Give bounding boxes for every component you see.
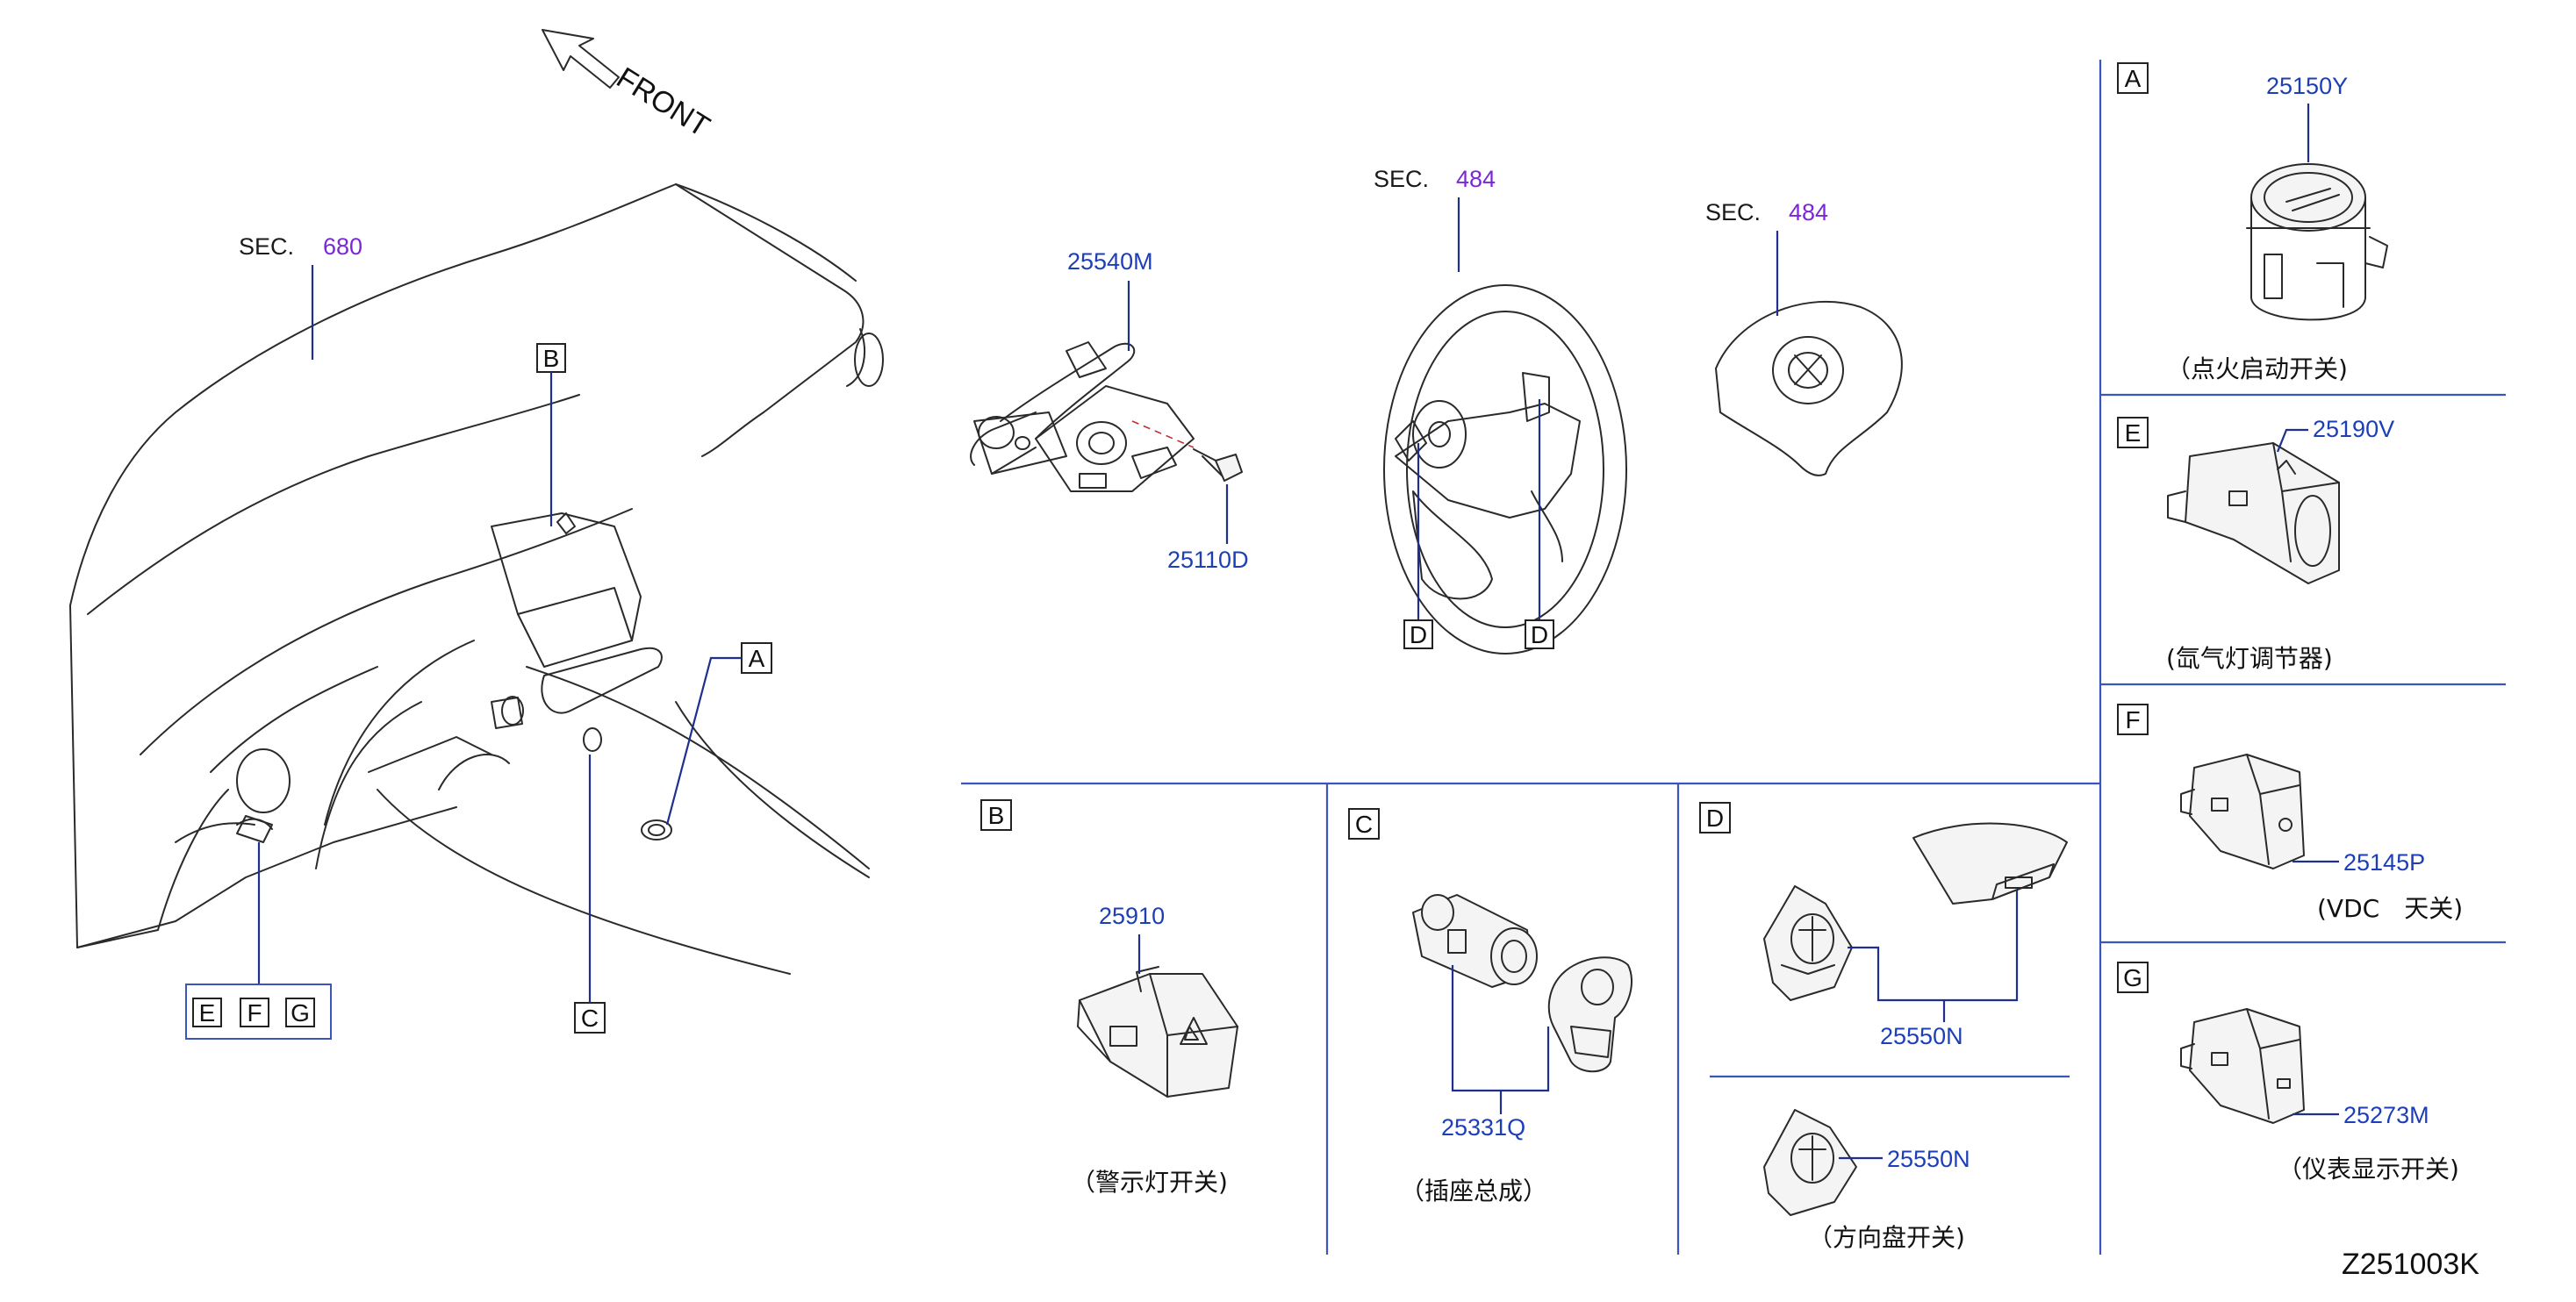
airbag-drawing — [1715, 300, 1903, 476]
vdc-switch-drawing — [2180, 754, 2305, 869]
combination-switch-drawing — [970, 341, 1195, 492]
panel-f-tag: F — [2117, 704, 2149, 735]
caption-vdc-switch: (VDC 天关) — [2317, 894, 2463, 923]
part-25145P[interactable]: 25145P — [2343, 849, 2425, 876]
drawing-reference: Z251003K — [2342, 1248, 2479, 1281]
svg-text:A: A — [749, 645, 765, 672]
sec-484-a-number[interactable]: 484 — [1456, 166, 1496, 192]
svg-text:D: D — [1706, 805, 1724, 832]
svg-text:C: C — [581, 1005, 599, 1032]
svg-text:E: E — [199, 999, 216, 1027]
callout-a[interactable]: A — [741, 642, 772, 674]
steering-switch-left-drawing — [1763, 885, 1853, 1001]
part-25110D[interactable]: 25110D — [1167, 547, 1249, 573]
part-25150Y[interactable]: 25150Y — [2266, 73, 2348, 99]
part-25273M[interactable]: 25273M — [2343, 1102, 2429, 1128]
svg-text:G: G — [291, 999, 310, 1027]
ignition-switch-drawing — [2246, 163, 2388, 321]
hazard-switch-drawing — [1077, 966, 1238, 1098]
panel-a-tag: A — [2117, 62, 2149, 94]
panel-c-tag: C — [1348, 808, 1380, 840]
caption-meter-switch: （仪表显示开关) — [2278, 1155, 2459, 1184]
part-25331Q[interactable]: 25331Q — [1441, 1114, 1525, 1141]
caption-steering-switch: （方向盘开关) — [1808, 1223, 1965, 1252]
svg-text:B: B — [988, 802, 1005, 829]
sec-680-prefix: SEC. — [239, 233, 294, 260]
callout-d-right[interactable]: D — [1525, 619, 1554, 649]
svg-text:G: G — [2123, 964, 2142, 991]
caption-socket: （插座总成） — [1400, 1177, 1547, 1205]
part-25190V[interactable]: 25190V — [2313, 416, 2394, 442]
panel-e-tag: E — [2117, 417, 2149, 448]
sec-680-number[interactable]: 680 — [323, 233, 362, 260]
xenon-leveler-drawing — [2167, 442, 2340, 584]
caption-ignition-switch: （点火启动开关) — [2166, 354, 2348, 383]
svg-text:D: D — [1410, 621, 1427, 648]
dashboard-drawing — [69, 183, 884, 975]
svg-text:E: E — [2125, 419, 2142, 447]
caption-xenon-leveler: (氙气灯调节器) — [2166, 644, 2333, 673]
svg-text:F: F — [2125, 706, 2140, 733]
callout-e[interactable]: E — [192, 998, 222, 1027]
steering-switch-lower-drawing — [1763, 1109, 1857, 1216]
screw-drawing — [1193, 448, 1243, 482]
steering-wheel-drawing — [1383, 284, 1627, 655]
steering-switch-right-drawing — [1912, 822, 2068, 905]
callout-b[interactable]: B — [536, 343, 566, 373]
svg-text:B: B — [543, 345, 560, 372]
panel-g-tag: G — [2117, 962, 2149, 993]
part-25540M[interactable]: 25540M — [1067, 248, 1153, 275]
svg-text:D: D — [1531, 621, 1548, 648]
callout-g[interactable]: G — [285, 998, 315, 1027]
part-25550N-a[interactable]: 25550N — [1880, 1023, 1963, 1049]
sec-484-b-number[interactable]: 484 — [1789, 199, 1828, 225]
sec-484-a-prefix: SEC. — [1374, 166, 1429, 192]
callout-c[interactable]: C — [574, 1002, 606, 1034]
caption-hazard-switch: （警示灯开关) — [1071, 1168, 1228, 1197]
front-label: FRONT — [611, 61, 715, 144]
panel-b-tag: B — [980, 799, 1012, 831]
socket-drawing — [1412, 894, 1632, 1073]
panel-d-tag: D — [1699, 802, 1731, 833]
svg-text:A: A — [2125, 65, 2142, 92]
svg-text:C: C — [1355, 811, 1373, 838]
front-arrow-icon — [542, 29, 620, 89]
callout-d-left[interactable]: D — [1403, 619, 1433, 649]
part-25910[interactable]: 25910 — [1099, 903, 1165, 929]
part-25550N-b[interactable]: 25550N — [1887, 1146, 1970, 1172]
meter-switch-drawing — [2180, 1008, 2305, 1124]
callout-f[interactable]: F — [240, 998, 269, 1027]
svg-text:F: F — [247, 999, 262, 1027]
sec-484-b-prefix: SEC. — [1705, 199, 1761, 225]
